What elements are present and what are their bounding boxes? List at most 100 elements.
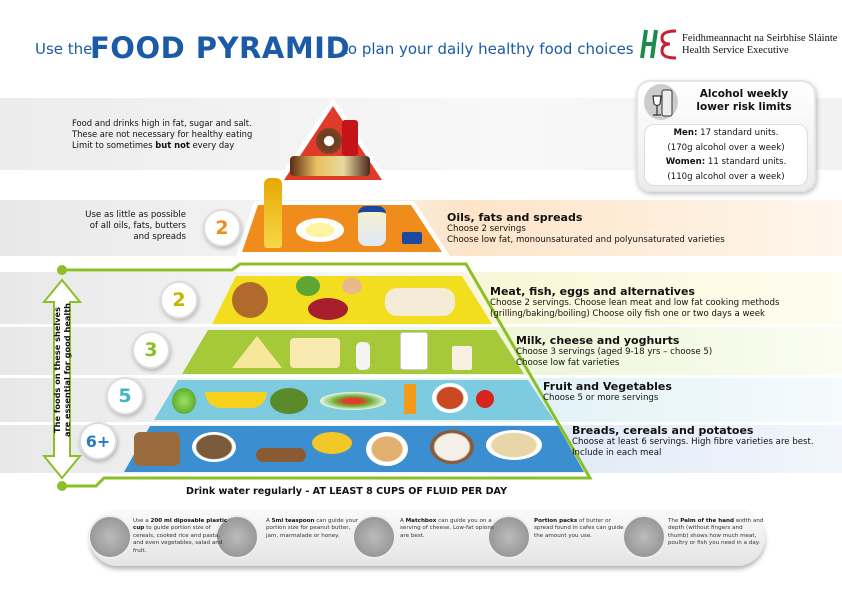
top-shelf-line1: Food and drinks high in fat, sugar and s…	[72, 118, 252, 128]
cheese-block-icon	[290, 338, 340, 368]
fruit-info: Fruit and Vegetables Choose 5 or more se…	[543, 380, 672, 404]
fruit-line1: Choose 5 or more servings	[543, 393, 659, 403]
alcohol-title: Alcohol weekly lower risk limits	[680, 88, 808, 114]
oil-bottle-icon	[264, 178, 282, 248]
oils-left-line3: and spreads	[133, 232, 186, 242]
guide-matchbox-bold: Matchbox	[405, 518, 437, 524]
meat-line1: Choose 2 servings. Choose lean meat and …	[490, 298, 780, 308]
meat-title: Meat, fish, eggs and alternatives	[490, 285, 695, 298]
meat-info: Meat, fish, eggs and alternatives Choose…	[490, 285, 779, 320]
bread-servings-badge: 6+	[79, 422, 117, 460]
broccoli-icon	[270, 388, 308, 414]
fish-icon	[385, 288, 455, 316]
top-shelf-line2: These are not necessary for healthy eati…	[72, 129, 253, 139]
bread-line1: Choose at least 6 servings. High fibre v…	[572, 437, 814, 447]
top-shelf-line3-post: every day	[189, 140, 235, 150]
mayonnaise-jar-icon	[358, 206, 386, 246]
beans-bowl-icon	[432, 383, 468, 413]
eggs-icon	[342, 278, 362, 294]
butter-plate-icon	[296, 218, 344, 242]
milk-line1: Choose 3 servings (aged 9-18 yrs – choos…	[516, 347, 713, 357]
alcohol-title-line1: Alcohol weekly	[699, 88, 789, 100]
potato-icon	[256, 448, 306, 462]
oils-left-text: Use as little as possible of all oils, f…	[60, 210, 186, 243]
bread-icon	[134, 432, 180, 466]
bread-title: Breads, cereals and potatoes	[572, 424, 754, 437]
hse-name: Feidhmeannacht na Seirbhíse Sláinte Heal…	[682, 33, 837, 57]
guide-teaspoon-bold: 5ml teaspoon	[271, 518, 315, 524]
portion-pack-icon	[487, 515, 531, 559]
pasta-icon	[312, 432, 352, 454]
hse-logo-icon	[640, 28, 680, 60]
guide-packs-post: of butter or spread found in cafes can g…	[534, 518, 624, 539]
guide-teaspoon-post: can guide your portion size for peanut b…	[266, 518, 359, 539]
bread-line2: Include in each meal	[572, 448, 662, 458]
guide-palm: The Palm of the hand width and depth (wi…	[668, 518, 764, 548]
matchbox-icon	[352, 515, 396, 559]
donut-icon	[316, 128, 342, 154]
women-detail: (110g alcohol over a week)	[667, 171, 785, 182]
oils-title: Oils, fats and spreads	[447, 211, 583, 224]
guide-cup: Use a 200 ml diposable plastic cup to gu…	[133, 518, 229, 555]
title-prefix: Use the	[35, 40, 93, 58]
women-limit: Women: 11 standard units.	[645, 155, 807, 170]
top-shelf-text: Food and drinks high in fat, sugar and s…	[72, 118, 252, 151]
page-title: FOOD PYRAMID	[90, 31, 351, 65]
meat-icon	[308, 298, 348, 320]
guide-matchbox: A Matchbox can guide you on a serving of…	[400, 518, 496, 540]
guide-cup-bold: 200 ml diposable plastic cup	[133, 518, 228, 532]
guide-palm-post: width and depth (without fingers and thu…	[668, 518, 764, 547]
arrow-bottom-dot	[57, 481, 67, 491]
plastic-cup-icon	[88, 515, 132, 559]
milk-jug-icon	[400, 332, 428, 370]
oils-left-line1: Use as little as possible	[85, 210, 186, 220]
teaspoon-icon	[215, 515, 259, 559]
oils-line2: Choose low fat, monounsaturated and poly…	[447, 235, 725, 245]
palm-of-hand-icon	[622, 515, 666, 559]
guide-cup-pre: Use a	[133, 518, 151, 524]
rice-bowl-icon	[430, 430, 474, 464]
top-shelf-line3-bold: but not	[155, 140, 190, 150]
arrow-top-dot	[57, 265, 67, 275]
milk-title: Milk, cheese and yoghurts	[516, 334, 680, 347]
yoghurt-pot-icon	[452, 346, 472, 370]
alcohol-limits: Men: 17 standard units. (170g alcohol ov…	[644, 124, 808, 186]
peas-icon	[296, 276, 320, 296]
title-suffix: to plan your daily healthy food choices	[342, 40, 634, 58]
porridge-bowl-icon	[486, 430, 542, 460]
guide-matchbox-pre: A	[400, 518, 406, 524]
butter-pack-icon	[402, 232, 422, 244]
chicken-icon	[232, 282, 268, 318]
oils-left-line2: of all oils, fats, butters	[89, 221, 186, 231]
cereal-bowl-icon	[192, 432, 236, 462]
guide-teaspoon-pre: A	[266, 518, 272, 524]
salad-icon	[320, 392, 386, 410]
apple-icon	[172, 388, 196, 414]
guide-packs-bold: Portion packs	[534, 518, 578, 524]
essential-label-line1: The foods on these shelves	[52, 307, 62, 433]
guide-matchbox-post: can guide you on a serving of cheese. Lo…	[400, 518, 494, 539]
top-shelf-line3: Limit to sometimes but not every day	[72, 140, 252, 151]
yoghurt-drink-icon	[356, 342, 370, 370]
women-label: Women:	[665, 157, 706, 167]
oils-line1: Choose 2 servings	[447, 224, 526, 234]
hse-english-name: Health Service Executive	[682, 45, 789, 56]
meat-line2: (grilling/baking/boiling) Choose oily fi…	[490, 309, 766, 319]
fruit-title: Fruit and Vegetables	[543, 380, 672, 393]
snacks-icon	[290, 156, 370, 176]
meat-servings-badge: 2	[160, 281, 198, 319]
alcohol-title-line2: lower risk limits	[696, 101, 792, 113]
double-arrow-icon	[41, 278, 83, 480]
guide-teaspoon: A 5ml teaspoon can guide your portion si…	[266, 518, 362, 540]
banana-icon	[205, 392, 267, 408]
milk-line2: Choose low fat varieties	[516, 358, 620, 368]
bread-info: Breads, cereals and potatoes Choose at l…	[572, 424, 814, 459]
water-message: Drink water regularly - AT LEAST 8 CUPS …	[186, 486, 508, 497]
glasses-icon	[644, 84, 678, 120]
guide-palm-bold: Palm of the hand	[680, 518, 734, 524]
milk-info: Milk, cheese and yoghurts Choose 3 servi…	[516, 334, 712, 369]
oils-servings-badge: 2	[203, 209, 241, 247]
milk-servings-badge: 3	[132, 331, 170, 369]
essential-label-line2: are essential for good health	[62, 303, 72, 437]
fruit-servings-badge: 5	[106, 377, 144, 415]
